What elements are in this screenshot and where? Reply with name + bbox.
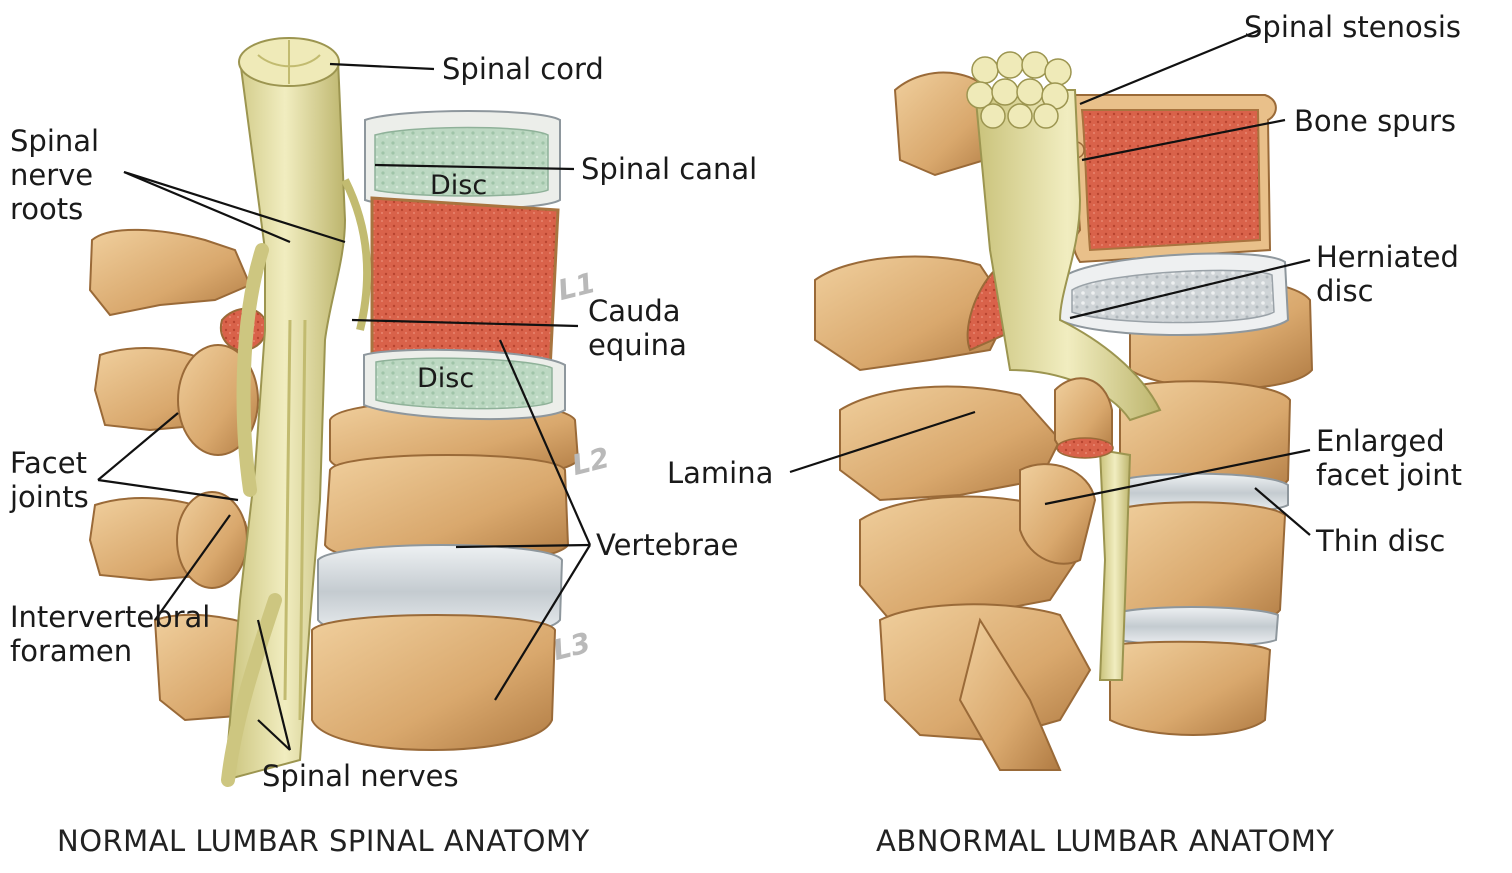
caption-normal: NORMAL LUMBAR SPINAL ANATOMY: [57, 824, 590, 858]
label-thin-disc: Thin disc: [1316, 524, 1446, 558]
label-spinal-nerve-roots: Spinal nerve roots: [10, 124, 100, 226]
label-lamina: Lamina: [667, 456, 774, 490]
label-vertebrae: Vertebrae: [596, 528, 739, 562]
caption-abnormal: ABNORMAL LUMBAR ANATOMY: [876, 824, 1335, 858]
label-spinal-nerves: Spinal nerves: [262, 759, 459, 793]
label-spinal-canal: Spinal canal: [581, 152, 758, 186]
label-spinal-stenosis: Spinal stenosis: [1244, 10, 1462, 44]
normal-spine-illustration: [88, 37, 580, 787]
label-disc-lower: Disc: [417, 363, 475, 394]
label-herniated-disc: Herniated disc: [1316, 240, 1459, 308]
label-bone-spurs: Bone spurs: [1294, 104, 1457, 138]
label-disc-upper: Disc: [430, 170, 488, 201]
label-facet-joints: Facet joints: [10, 446, 89, 514]
label-intervertebral-foramen: Intervertebral foramen: [10, 600, 211, 668]
label-enlarged-facet-joint: Enlarged facet joint: [1316, 424, 1462, 492]
leader-lines: [97, 28, 1311, 751]
abnormal-spine-illustration: [814, 51, 1314, 771]
label-spinal-cord: Spinal cord: [442, 52, 604, 86]
label-cauda-equina: Cauda equina: [588, 294, 687, 362]
